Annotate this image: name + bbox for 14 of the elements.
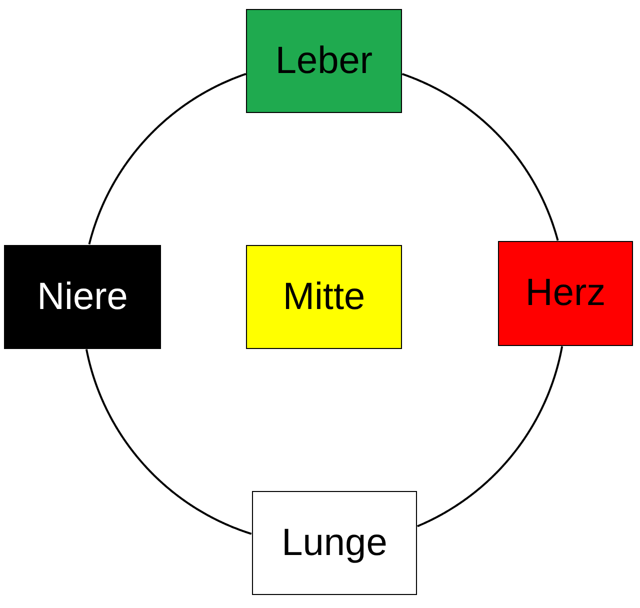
node-label: Niere [37, 276, 128, 318]
node-label: Leber [275, 40, 373, 82]
node-label: Mitte [282, 276, 366, 318]
connector-arc [402, 73, 559, 241]
connector-arc [88, 73, 246, 245]
node-label: Lunge [282, 522, 388, 564]
connector-arc [417, 346, 564, 528]
organ-box [252, 491, 417, 595]
organ-box [498, 241, 633, 346]
organ-box [246, 9, 402, 113]
connector-arc [85, 349, 252, 535]
organ-box [4, 245, 161, 349]
node-label: Herz [525, 272, 606, 315]
organ-box [246, 245, 402, 349]
